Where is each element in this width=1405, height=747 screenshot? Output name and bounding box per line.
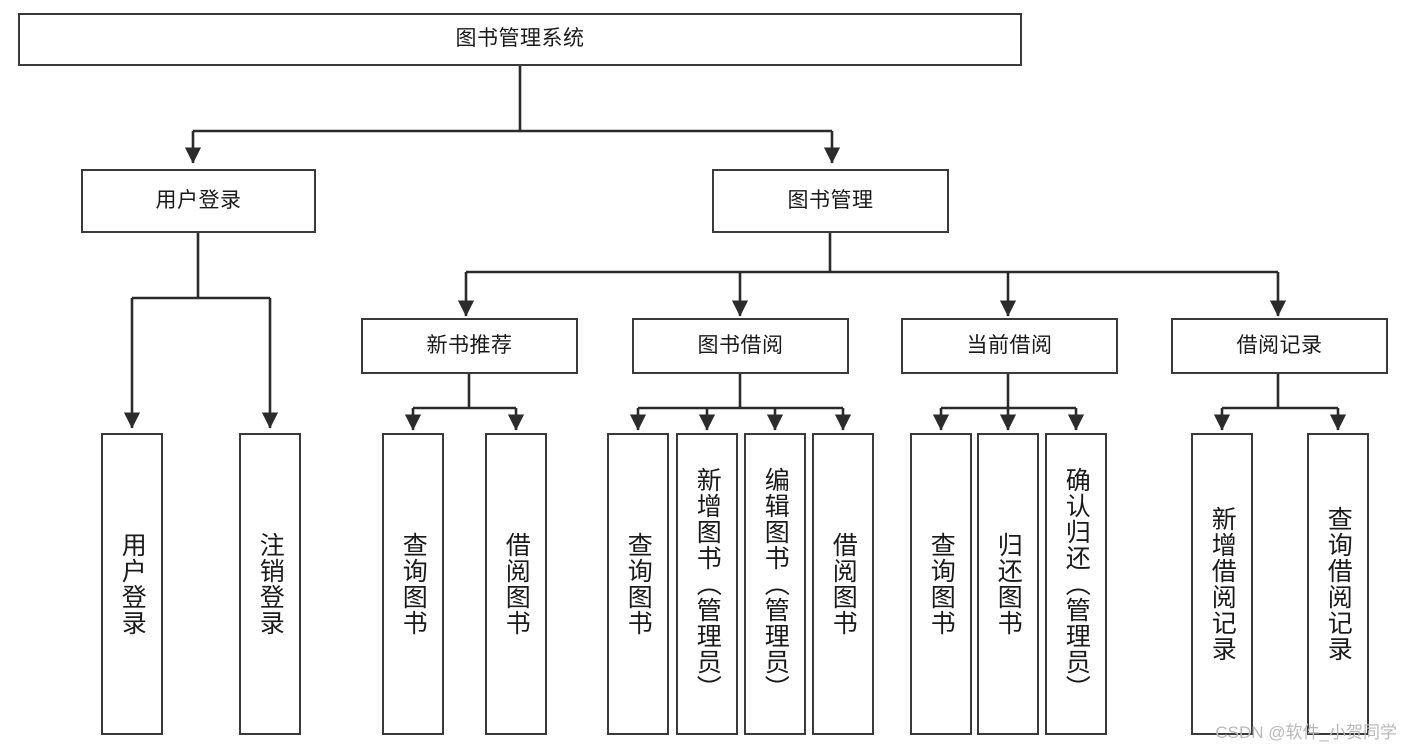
node-leaf-edit-book[interactable]: 编辑图书（管理员）: [744, 433, 806, 735]
node-leaf-query-book-2[interactable]: 查询图书: [607, 433, 669, 735]
node-root-label: 图书管理系统: [455, 27, 585, 51]
node-leaf-query-record[interactable]: 查询借阅记录: [1307, 433, 1369, 735]
node-user-login[interactable]: 用户登录: [81, 169, 316, 233]
node-leaf-borrow-book-1-label: 借阅图书: [502, 532, 531, 636]
node-borrow-record[interactable]: 借阅记录: [1171, 318, 1388, 374]
node-root[interactable]: 图书管理系统: [18, 13, 1022, 66]
node-leaf-query-book-1-label: 查询图书: [399, 532, 428, 636]
node-leaf-add-book-label: 新增图书（管理员）: [693, 467, 722, 701]
node-leaf-borrow-book-2-label: 借阅图书: [829, 532, 858, 636]
node-book-borrow[interactable]: 图书借阅: [632, 318, 849, 374]
node-leaf-user-login[interactable]: 用户登录: [101, 433, 163, 735]
node-current-borrow-label: 当前借阅: [966, 333, 1053, 357]
node-leaf-query-record-label: 查询借阅记录: [1324, 506, 1353, 662]
node-book-manage[interactable]: 图书管理: [712, 169, 949, 233]
node-new-book-rec-label: 新书推荐: [426, 333, 513, 357]
node-leaf-return-book-label: 归还图书: [994, 532, 1023, 636]
csdn-watermark: CSDN @软件_小贺同学: [1215, 723, 1397, 742]
node-leaf-return-book[interactable]: 归还图书: [977, 433, 1039, 735]
node-leaf-borrow-book-2[interactable]: 借阅图书: [812, 433, 874, 735]
node-leaf-add-record-label: 新增借阅记录: [1208, 506, 1237, 662]
node-leaf-query-book-3[interactable]: 查询图书: [910, 433, 972, 735]
node-current-borrow[interactable]: 当前借阅: [901, 318, 1118, 374]
node-leaf-query-book-2-label: 查询图书: [624, 532, 653, 636]
node-leaf-user-login-label: 用户登录: [118, 532, 147, 636]
node-borrow-record-label: 借阅记录: [1236, 333, 1323, 357]
node-user-login-label: 用户登录: [155, 188, 242, 212]
node-leaf-edit-book-label: 编辑图书（管理员）: [761, 467, 790, 701]
node-leaf-confirm-return-label: 确认归还（管理员）: [1062, 467, 1091, 701]
node-leaf-borrow-book-1[interactable]: 借阅图书: [485, 433, 547, 735]
node-leaf-logout-login-label: 注销登录: [256, 532, 285, 636]
node-leaf-confirm-return[interactable]: 确认归还（管理员）: [1045, 433, 1107, 735]
node-leaf-add-book[interactable]: 新增图书（管理员）: [676, 433, 738, 735]
node-leaf-logout-login[interactable]: 注销登录: [239, 433, 301, 735]
node-book-manage-label: 图书管理: [787, 188, 874, 212]
node-leaf-query-book-3-label: 查询图书: [927, 532, 956, 636]
node-book-borrow-label: 图书借阅: [697, 333, 784, 357]
node-leaf-add-record[interactable]: 新增借阅记录: [1191, 433, 1253, 735]
node-leaf-query-book-1[interactable]: 查询图书: [382, 433, 444, 735]
node-new-book-rec[interactable]: 新书推荐: [361, 318, 578, 374]
